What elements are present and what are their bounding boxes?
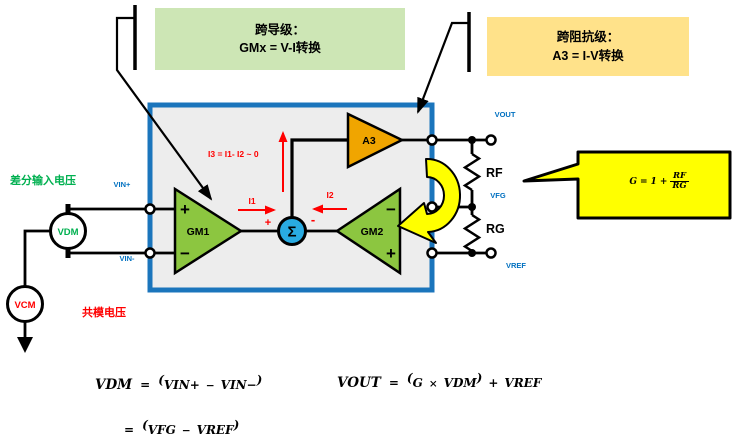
terminal-a3-out [426, 134, 438, 146]
equation-vout: VOUT = (G × VDM) + VREF [337, 371, 542, 391]
eq-term: VIN+ [163, 378, 200, 392]
current-arrows [238, 131, 347, 215]
vdm-label: VDM [57, 227, 78, 238]
feedback-curved-arrow [397, 157, 461, 244]
gain-formula-bubble [522, 150, 732, 220]
terminal-vin-minus [144, 247, 156, 259]
eq-term: ) [476, 371, 483, 385]
terminals [144, 134, 497, 259]
vin-plus-label: VIN+ [114, 180, 132, 189]
gain-lhs: G [629, 176, 637, 187]
a3-pointer-arrow [416, 21, 469, 114]
equation-vdm: VDM = (VIN+−VIN−) [95, 373, 263, 393]
common-mode-label: 共模电压 [82, 305, 126, 319]
gain-fraction-den: RG [672, 180, 687, 191]
transconductance-callout: 跨导级： GMx = V-I转换 [155, 8, 405, 70]
gm1-label: GM1 [187, 226, 210, 238]
vin-minus-label: VIN- [120, 254, 136, 263]
eq-term: VDM [443, 376, 477, 390]
eq-term: ( [142, 418, 148, 432]
wires [23, 138, 491, 340]
i2-label: I2 [326, 190, 333, 200]
vout-label: VOUT [495, 110, 516, 119]
resistor-rf [462, 152, 482, 192]
vcm-source-circle [6, 285, 44, 323]
gm1-minus-input: − [180, 244, 190, 263]
gm1-plus-input: + [180, 200, 190, 219]
transconductance-callout-line2: GMx = V-I转换 [239, 41, 321, 55]
a3-triangle [346, 112, 405, 170]
vdm-source-circle [49, 212, 87, 250]
transimpedance-callout-line1: 跨阻抗级： [556, 30, 620, 45]
i3-equation: I3 = I1- I2 ~ 0 [208, 149, 259, 159]
vref-label: VREF [506, 261, 526, 270]
vfg-label: VFG [490, 191, 506, 200]
transimpedance-callout-line2: A3 = I-V转换 [552, 48, 624, 63]
sum-plus-sign: + [265, 217, 271, 229]
transimpedance-callout: 跨阻抗级： A3 = I-V转换 [487, 17, 689, 76]
terminal-vin-plus [144, 203, 156, 215]
vcm-label: VCM [14, 300, 35, 311]
summing-node [277, 216, 307, 246]
gain-one: 1 [650, 176, 657, 187]
eq-term: G [412, 376, 423, 390]
eq-term: × [428, 378, 438, 390]
gm2-minus-input: − [386, 200, 396, 219]
terminal-vout [485, 134, 497, 146]
eq-term: ( [158, 373, 164, 387]
gm2-triangle [334, 186, 402, 276]
eq-term: − [205, 380, 215, 392]
eq-term: ) [233, 418, 240, 432]
eq-term: VOUT [337, 375, 381, 391]
eq-term: + [488, 376, 499, 390]
gain-plus: + [659, 176, 668, 187]
eq-term: VIN− [220, 378, 257, 392]
rg-label: RG [486, 222, 505, 236]
eq-term: VREF [504, 376, 542, 390]
eq-term: − [181, 425, 191, 437]
junction-dots [468, 136, 476, 257]
gm1-pointer-arrow [115, 16, 213, 201]
equation-vdm-alt: = (VFG−VREF) [124, 418, 240, 438]
eq-term: VDM [95, 377, 133, 393]
gm1-triangle [173, 186, 244, 276]
sigma-label: Σ [287, 224, 296, 241]
gain-eq: = [640, 176, 648, 187]
callout-leaders [115, 5, 471, 201]
sum-minus-sign: - [311, 212, 315, 227]
eq-term: VREF [196, 423, 234, 437]
eq-term: = [140, 378, 151, 392]
eq-term: ) [256, 373, 263, 387]
rf-label: RF [486, 166, 503, 180]
terminal-vfg [426, 201, 438, 213]
eq-term: VFG [147, 423, 176, 437]
resistor-rg [462, 213, 482, 253]
eq-term: = [124, 423, 135, 437]
eq-term: ( [406, 371, 413, 385]
ground-arrow [17, 337, 33, 353]
terminal-vref-in [426, 247, 438, 259]
diff-input-label: 差分输入电压 [10, 173, 76, 187]
terminal-vref [485, 247, 497, 259]
gm2-plus-input: + [386, 244, 396, 263]
a3-label: A3 [362, 135, 376, 147]
gain-fraction-num: RF [670, 172, 689, 182]
gm2-label: GM2 [361, 226, 384, 238]
eq-term: = [388, 376, 399, 390]
transconductance-callout-line1: 跨导级： [254, 22, 305, 37]
i1-label: I1 [248, 196, 255, 206]
